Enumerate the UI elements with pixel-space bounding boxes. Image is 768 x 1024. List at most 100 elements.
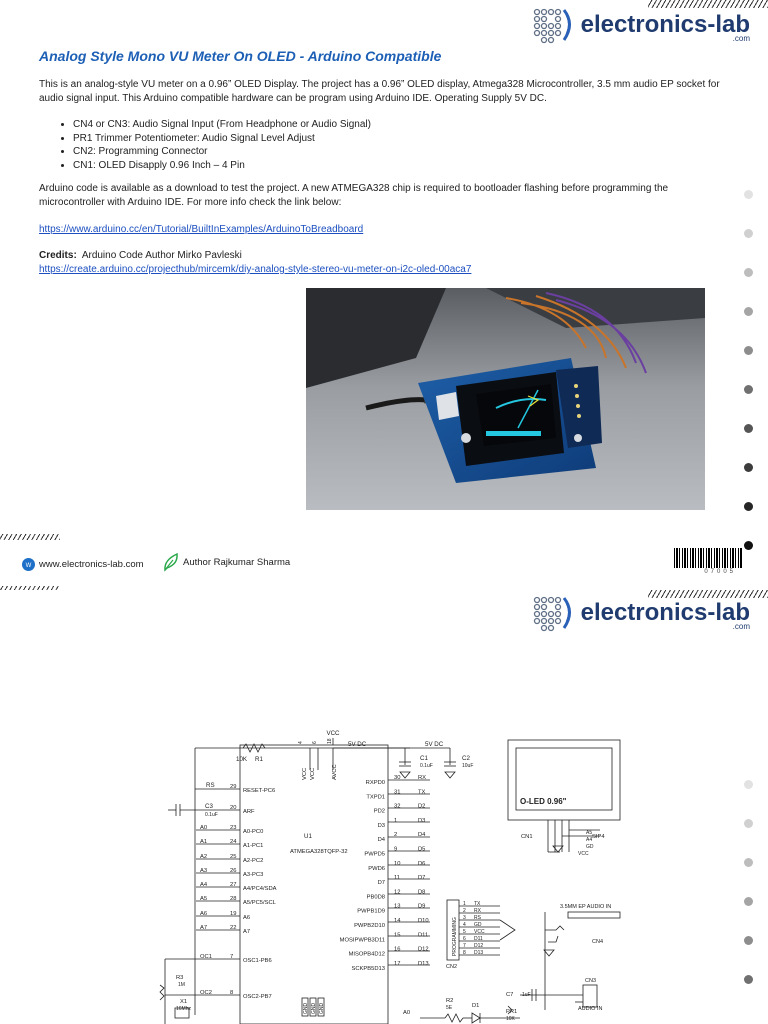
- supply-label: 5V DC: [348, 741, 367, 748]
- right-pin-name: PWD6: [368, 866, 385, 872]
- c1-name: C1: [420, 755, 428, 762]
- left-pin-name: A4/PC4/SDA: [243, 886, 277, 892]
- c3-value: 0.1uF: [205, 812, 218, 818]
- left-pin-net: A5: [200, 896, 207, 902]
- prog-pin-number: 3: [463, 915, 466, 921]
- cn2-label: CN2: [446, 964, 457, 970]
- dot-icon: [744, 385, 753, 394]
- right-pin-number: 12: [394, 889, 400, 895]
- right-pin-name: MOSIPWPB3D11: [340, 937, 385, 943]
- corner-hatch: [648, 590, 768, 598]
- right-pin-name: RXPD0: [366, 780, 385, 786]
- brand-suffix: .com: [732, 34, 750, 43]
- page-footer: W www.electronics-lab.com Author Rajkuma…: [0, 530, 768, 592]
- gnd-pin-label: GND: [319, 1003, 325, 1015]
- left-pin-net: A1: [200, 839, 207, 845]
- right-pin-number: 1: [394, 818, 397, 824]
- right-pin-number: 30: [394, 775, 400, 781]
- prog-pin-net: VCC: [474, 929, 485, 935]
- left-pin-net: A3: [200, 868, 207, 874]
- right-pin-net: D10: [418, 918, 429, 924]
- cn3-audio-label: AUDIO IN: [578, 1006, 602, 1012]
- prog-pin-net: D11: [474, 936, 483, 942]
- right-pin-number: 17: [394, 961, 400, 967]
- right-pin-net: D11: [418, 932, 428, 938]
- footer-hatch: [0, 586, 60, 592]
- u1-label: U1: [304, 833, 312, 840]
- left-pin-number: 19: [230, 911, 236, 917]
- dot-icon: [744, 780, 753, 789]
- document-page-1: electronics-lab.com Analog Style Mono VU…: [0, 0, 768, 580]
- dot-icon: [744, 424, 753, 433]
- power-pin-number: 18: [327, 738, 333, 744]
- left-pin-number: 26: [230, 868, 236, 874]
- left-pin-number: 29: [230, 784, 236, 790]
- power-pin-label: AVCC: [332, 764, 338, 780]
- logo-chip-icon: [533, 596, 571, 632]
- right-pin-name: D4: [378, 837, 386, 843]
- prog-pin-number: 4: [463, 922, 466, 928]
- cn4-label: CN4: [592, 939, 603, 945]
- right-pin-number: 16: [394, 947, 400, 953]
- left-pin-net: A6: [200, 911, 207, 917]
- projecthub-link[interactable]: https://create.arduino.cc/projecthub/mir…: [39, 264, 472, 275]
- right-pin-name: PD2: [374, 809, 385, 815]
- footer-website[interactable]: W www.electronics-lab.com: [22, 558, 144, 571]
- pr1-value: 10K: [506, 1016, 516, 1022]
- arduino-breadboard-link[interactable]: https://www.arduino.cc/en/Tutorial/Built…: [39, 224, 364, 235]
- power-pin-number: 6: [312, 741, 318, 744]
- oled-pin-label: A4: [586, 837, 592, 843]
- brand-suffix: .com: [732, 622, 750, 631]
- oled-pin-label: GD: [586, 844, 594, 850]
- right-pin-number: 32: [394, 804, 400, 810]
- dot-icon: [744, 858, 753, 867]
- intro-paragraph: This is an analog-style VU meter on a 0.…: [39, 79, 720, 104]
- barcode-number: 07005: [704, 569, 736, 575]
- left-pin-net: A7: [200, 925, 207, 931]
- dot-icon: [744, 819, 753, 828]
- right-pin-net: D4: [418, 832, 426, 838]
- prog-pin-number: 5: [463, 929, 466, 935]
- right-pin-name: PWPB2D10: [354, 923, 385, 929]
- left-pin-name: RESET-PC6: [243, 788, 275, 794]
- left-pin-net: A4: [200, 882, 208, 888]
- right-pin-net: TX: [418, 789, 426, 795]
- prog-pin-net: D13: [474, 950, 483, 956]
- right-pin-number: 13: [394, 904, 400, 910]
- dot-icon: [744, 190, 753, 199]
- c1-value: 0.1uF: [420, 763, 433, 769]
- svg-text:W: W: [26, 563, 32, 569]
- dot-icon: [744, 229, 753, 238]
- oled-pin-label: VCC: [578, 851, 589, 857]
- c3-name: C3: [205, 803, 213, 810]
- left-pin-name: A6: [243, 915, 250, 921]
- prog-pin-number: 7: [463, 943, 466, 949]
- right-pin-number: 10: [394, 861, 400, 867]
- left-pin-net: A0: [200, 825, 207, 831]
- footer-author-text: Author Rajkumar Sharma: [183, 556, 291, 568]
- right-pin-number: 9: [394, 847, 397, 853]
- audio-jack-label: 3.5MM EP AUDIO IN: [560, 904, 611, 910]
- brand-name: electronics-lab.com: [580, 11, 750, 43]
- prog-pin-number: 2: [463, 908, 466, 914]
- left-pin-number: 22: [230, 925, 236, 931]
- prog-pin-number: 1: [463, 901, 466, 907]
- right-pin-net: RX: [418, 775, 426, 781]
- right-pin-net: D8: [418, 889, 425, 895]
- right-pin-name: D7: [378, 880, 385, 886]
- right-pin-net: D6: [418, 861, 425, 867]
- left-pin-number: 24: [230, 839, 237, 845]
- left-pin-name: A1-PC1: [243, 843, 263, 849]
- left-pin-number: 8: [230, 990, 233, 996]
- left-pin-net: OC1: [200, 954, 212, 960]
- brand-logo[interactable]: electronics-lab.com: [531, 594, 750, 632]
- left-pin-name: OSC2-PB7: [243, 994, 272, 1000]
- left-pin-number: 20: [230, 805, 236, 811]
- credits-label: Credits:: [39, 250, 77, 261]
- dot-icon: [744, 541, 753, 550]
- a0-net: A0: [403, 1010, 410, 1016]
- brand-logo[interactable]: electronics-lab.com: [531, 6, 750, 44]
- left-pin-number: 28: [230, 896, 236, 902]
- right-pin-number: 11: [394, 875, 400, 881]
- right-pin-name: D3: [378, 823, 385, 829]
